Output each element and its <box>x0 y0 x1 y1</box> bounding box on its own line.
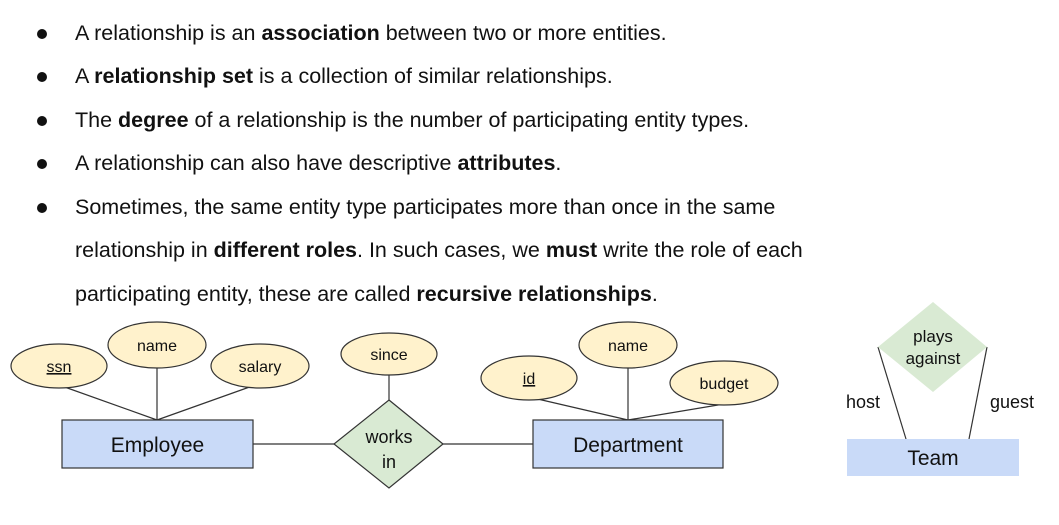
team-box <box>847 439 1019 476</box>
bullet-text: A relationship set is a collection of si… <box>75 64 613 88</box>
bullet-text-line-1: Sometimes, the same entity type particip… <box>75 195 776 219</box>
since-attribute: since <box>340 332 438 376</box>
bullet-dot <box>37 203 47 213</box>
ssn-ellipse <box>10 343 108 389</box>
works-in-relationship: works in <box>333 399 444 489</box>
employee-entity: Employee <box>61 419 254 469</box>
department-name-ellipse <box>578 321 678 369</box>
employee-box <box>61 419 254 469</box>
team-label: Team <box>907 447 958 470</box>
connector-lines <box>58 346 988 445</box>
bullet-text-line-3: participating entity, these are called r… <box>75 282 658 306</box>
salary-connector <box>156 383 259 421</box>
ssn-connector <box>58 384 158 421</box>
bullet-text: The degree of a relationship is the numb… <box>75 108 750 132</box>
employee-label: Employee <box>111 434 204 457</box>
department-entity: Department <box>532 419 724 469</box>
bullet-text: A relationship is an association between… <box>75 21 667 45</box>
works-in-diamond <box>333 399 444 489</box>
budget-label: budget <box>700 376 749 393</box>
host-role-label: host <box>846 392 880 412</box>
id-label: id <box>523 371 535 388</box>
plays-against-relationship: plays against <box>878 302 987 392</box>
bullet-text-line-2: relationship in different roles. In such… <box>75 238 803 262</box>
employee-name-ellipse <box>107 321 207 369</box>
budget-attribute: budget <box>669 360 779 406</box>
team-entity: Team <box>847 439 1019 476</box>
id-connector <box>528 396 629 421</box>
department-label: Department <box>573 434 683 457</box>
department-name-attribute: name <box>578 321 678 369</box>
employee-name-label: name <box>137 338 177 355</box>
plays-against-label-line2: against <box>906 349 961 368</box>
guest-role-line <box>968 346 988 440</box>
ssn-attribute: ssn <box>10 343 108 389</box>
bullet-dot <box>37 72 47 82</box>
plays-against-label-line1: plays <box>913 327 953 346</box>
since-label: since <box>370 347 407 364</box>
employee-name-attribute: name <box>107 321 207 369</box>
works-in-label-line2: in <box>382 452 396 472</box>
department-box <box>532 419 724 469</box>
bullet-dot <box>37 116 47 126</box>
host-role-line <box>877 346 907 440</box>
guest-role-label: guest <box>990 392 1034 412</box>
plays-against-diamond <box>878 302 987 392</box>
budget-connector <box>627 403 725 421</box>
id-ellipse <box>480 355 578 401</box>
department-name-label: name <box>608 338 648 355</box>
ssn-label: ssn <box>47 359 72 376</box>
works-in-label-line1: works <box>364 427 412 447</box>
salary-attribute: salary <box>210 343 310 389</box>
id-attribute: id <box>480 355 578 401</box>
budget-ellipse <box>669 360 779 406</box>
since-ellipse <box>340 332 438 376</box>
bullet-dot <box>37 159 47 169</box>
bullet-dot <box>37 29 47 39</box>
salary-ellipse <box>210 343 310 389</box>
bullet-text: A relationship can also have descriptive… <box>75 151 562 175</box>
salary-label: salary <box>239 359 282 376</box>
